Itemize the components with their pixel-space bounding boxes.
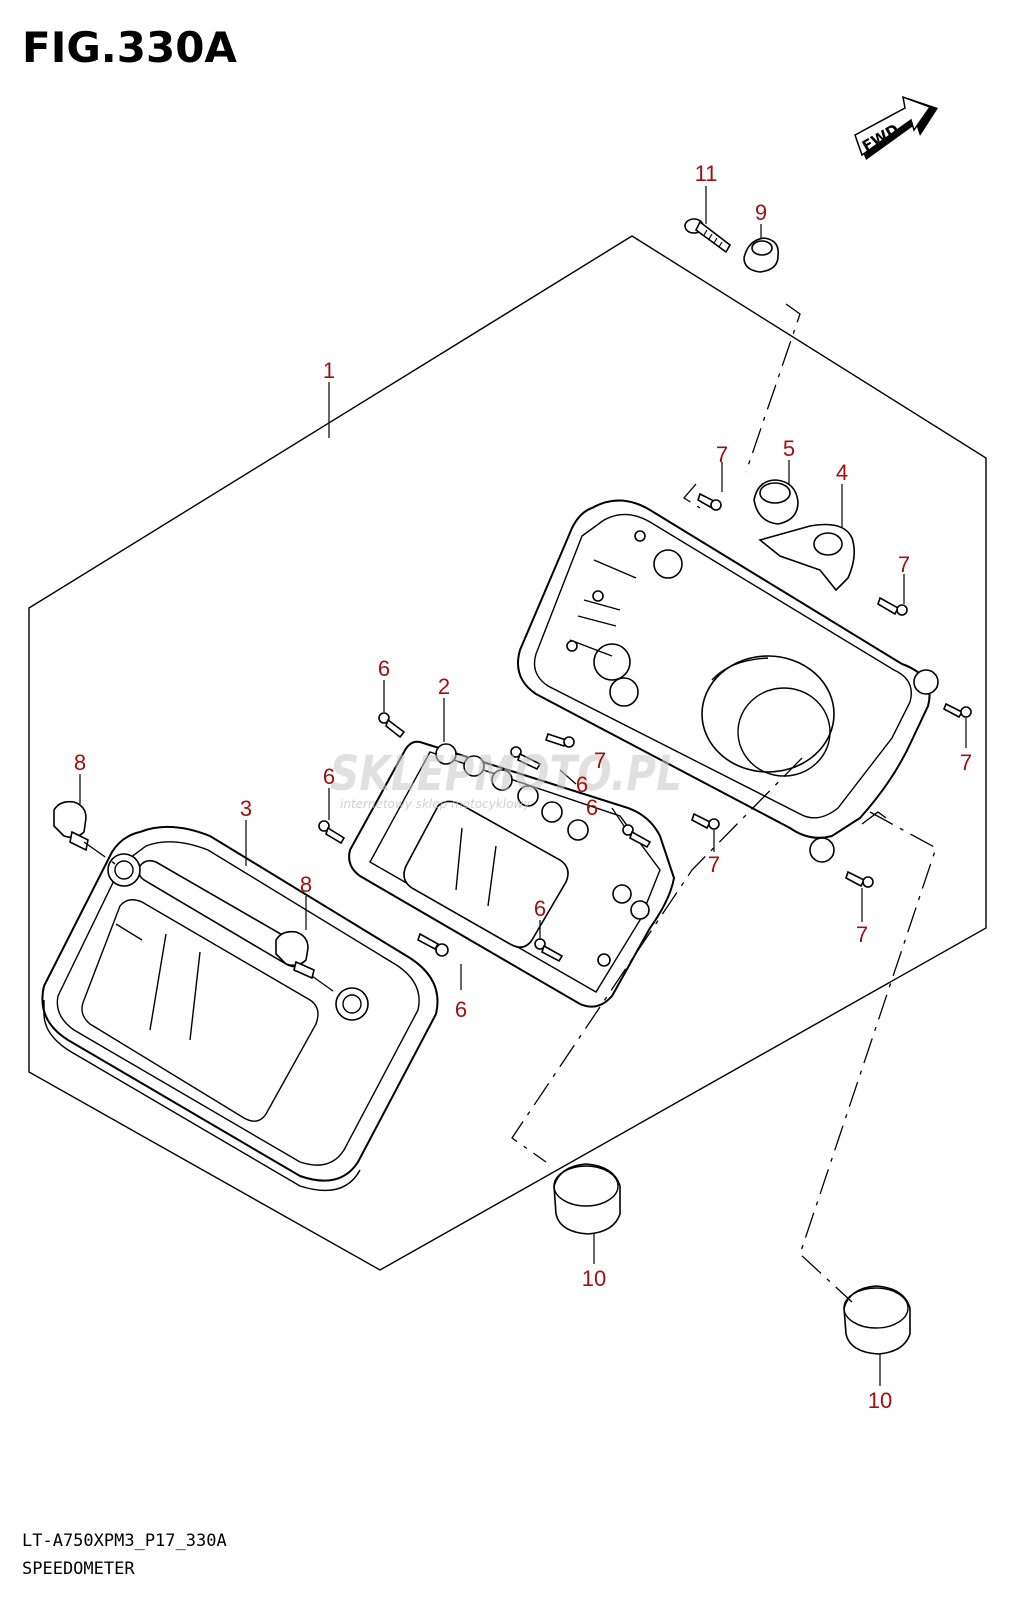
- callout-4: 4: [836, 460, 848, 485]
- fwd-arrow-icon: FWD: [854, 95, 938, 160]
- screw-part-6c: [510, 746, 542, 771]
- callout-11: 11: [695, 161, 718, 186]
- model-code: LT-A750XPM3_P17_330A: [22, 1531, 227, 1551]
- leader-8b: [311, 975, 341, 997]
- callout-7d: 7: [594, 748, 606, 773]
- screw-part-7e: [691, 812, 720, 830]
- leader-case-to-10b: [799, 811, 937, 1303]
- watermark-tagline: internetowy sklep motocyklowy: [340, 797, 531, 811]
- callout-6c: 6: [576, 772, 588, 797]
- bolt-part-11: [684, 218, 732, 254]
- callout-3: 3: [240, 796, 252, 821]
- callout-7c: 7: [960, 750, 972, 775]
- callout-10b: 10: [868, 1388, 892, 1413]
- screw-part-6a: [378, 712, 406, 739]
- callout-6f: 6: [455, 997, 467, 1022]
- assembly-outline: [28, 235, 987, 1271]
- callout-9: 9: [755, 200, 767, 225]
- callout-1: 1: [323, 358, 335, 383]
- screw-part-7a: [697, 492, 722, 511]
- rear-case: [517, 499, 939, 863]
- callout-10a: 10: [582, 1266, 606, 1291]
- callout-6b: 6: [323, 764, 335, 789]
- callout-6a: 6: [378, 656, 390, 681]
- callout-7f: 7: [856, 922, 868, 947]
- leader-8a: [83, 841, 119, 867]
- screw-part-7f: [845, 870, 874, 888]
- callout-7e: 7: [708, 852, 720, 877]
- bolt-part-8a: [53, 800, 89, 852]
- callout-numbers: 1 2 3 4 5 6 6 6 6 6 6 7 7 7 7 7 7 8 8 9 …: [74, 161, 972, 1413]
- callout-8b: 8: [300, 872, 312, 897]
- screw-part-7b: [877, 596, 908, 616]
- screw-part-6f: [417, 932, 449, 957]
- meter-board-part-2: [348, 740, 676, 1008]
- figure-caption: SPEEDOMETER: [22, 1559, 135, 1579]
- screw-part-6b: [318, 820, 346, 845]
- callout-7a: 7: [716, 442, 728, 467]
- grommet-part-10a: [553, 1163, 621, 1235]
- watermark: SKLEPMOTO.PL internetowy sklep motocyklo…: [330, 746, 682, 811]
- grommet-part-5: [753, 479, 799, 525]
- bracket-part-4: [758, 523, 856, 592]
- figure-title: FIG.330A: [22, 23, 237, 72]
- grommet-part-9: [743, 237, 780, 273]
- callout-7b: 7: [898, 552, 910, 577]
- watermark-brand: SKLEPMOTO.PL: [330, 746, 682, 802]
- callout-2: 2: [438, 674, 450, 699]
- leader-7a: [683, 483, 701, 509]
- callout-8a: 8: [74, 750, 86, 775]
- screw-part-6e: [534, 938, 564, 963]
- callout-5: 5: [783, 436, 795, 461]
- screw-part-7d: [544, 732, 575, 748]
- screw-part-7c: [942, 702, 972, 719]
- front-cover-part-3: [41, 825, 439, 1192]
- screw-part-6d: [622, 824, 652, 849]
- callout-leaders: [79, 186, 967, 1386]
- callout-6d: 6: [586, 795, 598, 820]
- callout-6e: 6: [534, 896, 546, 921]
- leader-9-to-5: [745, 303, 801, 473]
- bolt-part-8b: [275, 930, 315, 980]
- grommet-part-10b: [843, 1285, 911, 1355]
